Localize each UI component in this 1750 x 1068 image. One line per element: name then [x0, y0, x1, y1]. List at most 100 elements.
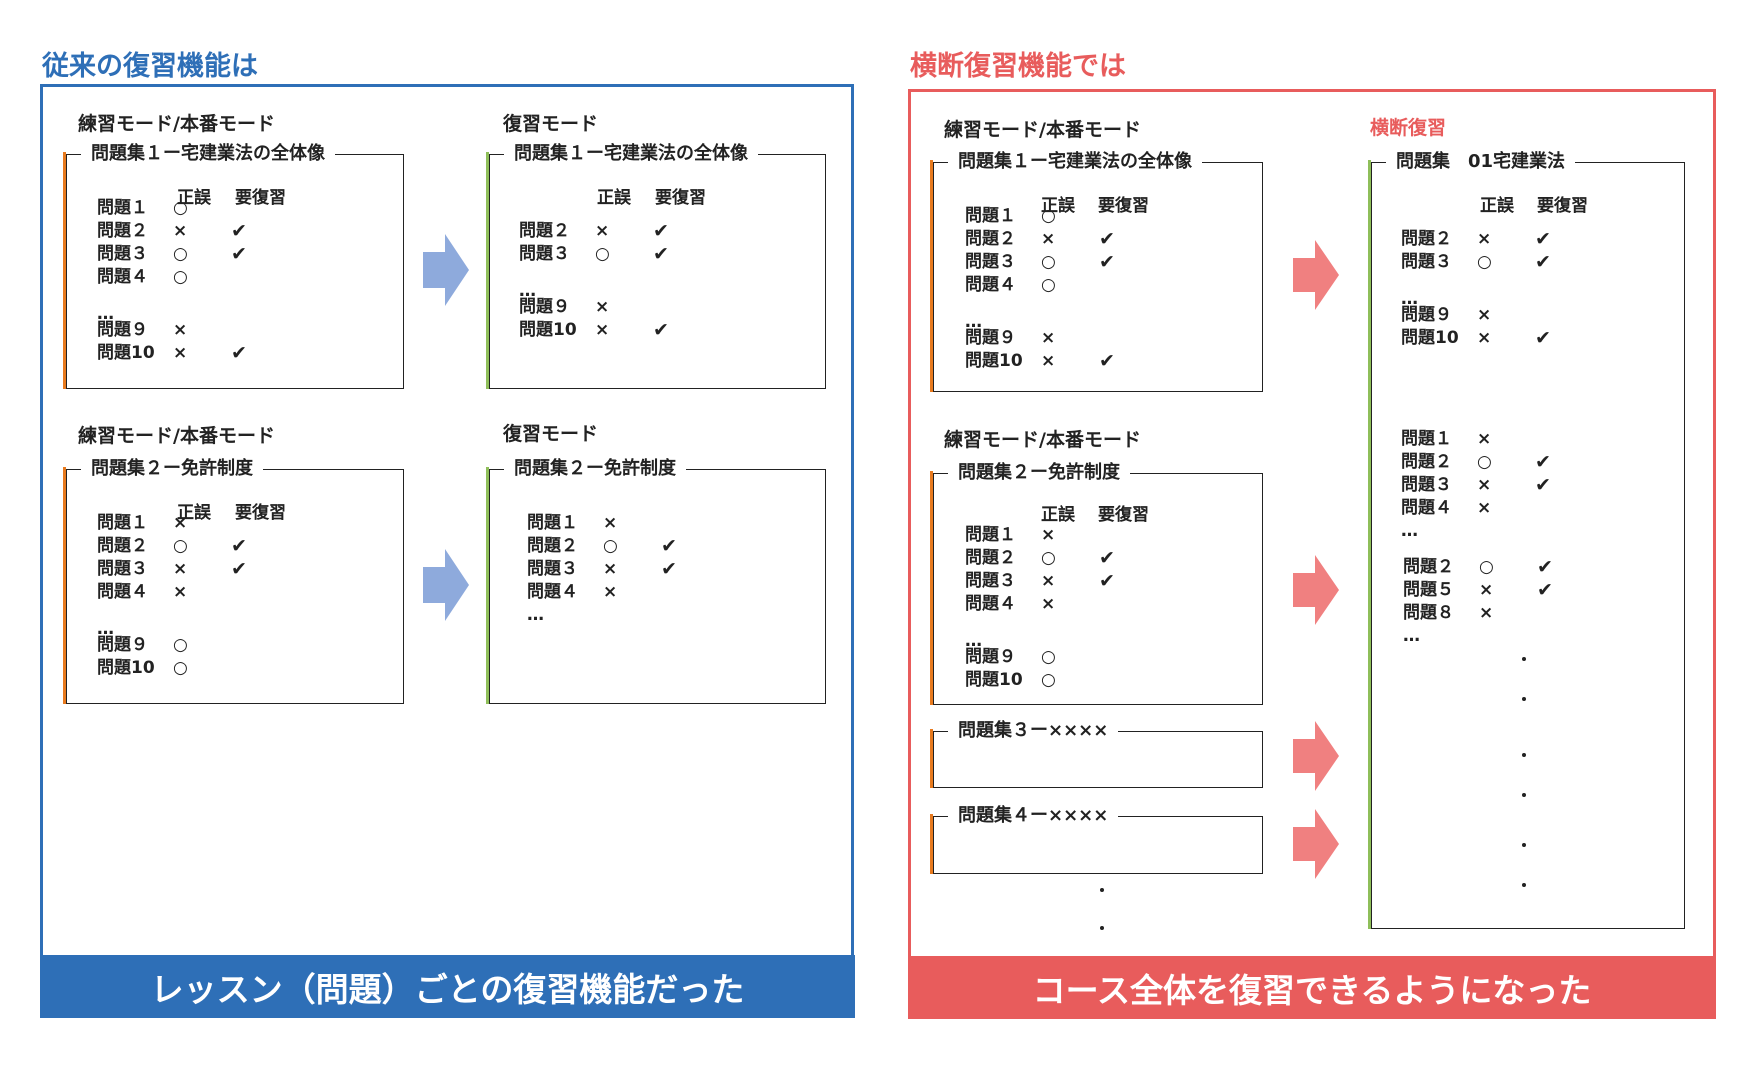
result-mark: ○	[1479, 557, 1494, 577]
review-check-icon: ✔	[231, 243, 247, 265]
col-review-header: 要復習	[235, 503, 286, 523]
review-check-icon: ✔	[1537, 579, 1553, 601]
result-mark: ○	[173, 634, 188, 655]
review-check-icon: ✔	[653, 318, 669, 341]
question-label: 問題９	[1401, 304, 1452, 325]
result-mark: ×	[1477, 304, 1492, 325]
result-mark: ○	[173, 244, 188, 264]
question-set-title: 問題集２ー免許制度	[81, 457, 263, 481]
question-label: 問題４	[1401, 498, 1452, 518]
review-check-icon: ✔	[1099, 251, 1115, 273]
question-label: 問題４	[97, 582, 148, 602]
col-result-header: 正誤	[1041, 196, 1075, 216]
review-check-icon: ✔	[653, 220, 669, 242]
question-label: 問題４	[965, 594, 1016, 614]
question-label: …	[965, 630, 982, 651]
col-result-header: 正誤	[597, 188, 631, 208]
ellipsis-dot	[1522, 657, 1526, 661]
question-label: 問題10	[519, 319, 577, 340]
progress-bar-orange	[63, 152, 66, 389]
question-label: …	[527, 605, 544, 625]
left-heading: 従来の復習機能は	[42, 51, 258, 82]
mode-label: 練習モード/本番モード	[944, 429, 1141, 451]
ellipsis-dot	[1522, 843, 1526, 847]
col-review-header: 要復習	[1098, 196, 1149, 216]
result-mark: ×	[173, 319, 188, 340]
result-mark: ×	[1041, 229, 1056, 249]
result-mark: ×	[1041, 525, 1056, 545]
arrow-right-icon	[423, 234, 469, 306]
question-set-title: 問題集３ー××××	[948, 719, 1119, 743]
result-mark: ×	[1041, 594, 1056, 614]
result-mark: ○	[603, 536, 618, 556]
result-mark: ×	[1477, 429, 1492, 449]
review-check-icon: ✔	[1535, 451, 1551, 473]
result-mark: ×	[595, 319, 610, 340]
result-mark: ○	[595, 244, 610, 264]
question-label: 問題９	[965, 327, 1016, 348]
review-check-icon: ✔	[661, 535, 677, 557]
arrow-right-icon	[1293, 721, 1339, 791]
result-mark: ×	[1477, 475, 1492, 495]
progress-bar-orange	[63, 467, 66, 704]
question-label: 問題３	[965, 252, 1016, 272]
mode-label: 練習モード/本番モード	[944, 119, 1141, 141]
question-label: 問題２	[519, 221, 570, 241]
question-label: 問題２	[97, 221, 148, 241]
cross-review-box: 問題集 01宅建業法 正誤 要復習 問題２×✔問題３○✔…問題９×問題10×✔問…	[1368, 150, 1685, 929]
ellipsis-dot	[1100, 926, 1104, 930]
review-check-icon: ✔	[231, 535, 247, 557]
question-label: 問題３	[519, 244, 570, 264]
result-mark: ○	[1041, 275, 1056, 295]
col-review-header: 要復習	[235, 188, 286, 208]
result-mark: ○	[173, 267, 188, 287]
review-check-icon: ✔	[1537, 556, 1553, 578]
review-check-icon: ✔	[653, 243, 669, 265]
question-label: 問題10	[965, 350, 1023, 371]
progress-bar-orange	[930, 471, 933, 705]
question-label: 問題２	[1403, 557, 1454, 577]
review-check-icon: ✔	[661, 558, 677, 580]
question-set-title: 問題集１ー宅建業法の全体像	[948, 150, 1202, 174]
mode-label: 復習モード	[503, 423, 599, 445]
result-mark: ×	[1041, 327, 1056, 348]
question-label: …	[1401, 288, 1418, 309]
question-label: 問題１	[97, 513, 148, 533]
result-mark: ○	[1041, 206, 1056, 226]
review-check-icon: ✔	[231, 341, 247, 364]
question-label: 問題１	[1401, 429, 1452, 449]
question-label: 問題５	[1403, 580, 1454, 600]
question-set-box: 問題集１ー宅建業法の全体像 正誤 要復習 問題１○問題２×✔問題３○✔問題４○……	[930, 150, 1263, 392]
question-label: 問題４	[97, 267, 148, 287]
question-label: 問題８	[1403, 603, 1454, 623]
result-mark: ○	[173, 657, 188, 678]
review-check-icon: ✔	[231, 220, 247, 242]
review-check-icon: ✔	[1099, 570, 1115, 592]
question-set-title: 問題集１ー宅建業法の全体像	[81, 142, 335, 166]
result-mark: ○	[1041, 646, 1056, 667]
result-mark: ×	[1479, 603, 1494, 623]
progress-bar-green	[1368, 160, 1371, 929]
progress-bar-orange	[930, 729, 933, 788]
question-label: 問題４	[965, 275, 1016, 295]
col-result-header: 正誤	[1480, 196, 1514, 216]
question-set-title: 問題集２ー免許制度	[948, 461, 1130, 485]
arrow-right-icon	[423, 549, 469, 621]
question-label: 問題３	[97, 244, 148, 264]
question-set-title: 問題集１ー宅建業法の全体像	[504, 142, 758, 166]
result-mark: ○	[1041, 669, 1056, 690]
result-mark: ○	[173, 198, 188, 218]
question-label: …	[1401, 521, 1418, 541]
question-label: …	[965, 311, 982, 332]
result-mark: ×	[1479, 580, 1494, 600]
result-mark: ×	[1477, 327, 1492, 348]
result-mark: ×	[1477, 498, 1492, 518]
question-label: 問題４	[527, 582, 578, 602]
right-heading: 横断復習機能では	[910, 51, 1126, 82]
question-label: 問題10	[97, 657, 155, 678]
progress-bar-green	[486, 152, 489, 389]
result-mark: ×	[173, 221, 188, 241]
ellipsis-dot	[1522, 753, 1526, 757]
question-label: 問題１	[97, 198, 148, 218]
question-set-box: 問題集２ー免許制度 問題１×問題２○✔問題３×✔問題４×…	[486, 457, 826, 704]
